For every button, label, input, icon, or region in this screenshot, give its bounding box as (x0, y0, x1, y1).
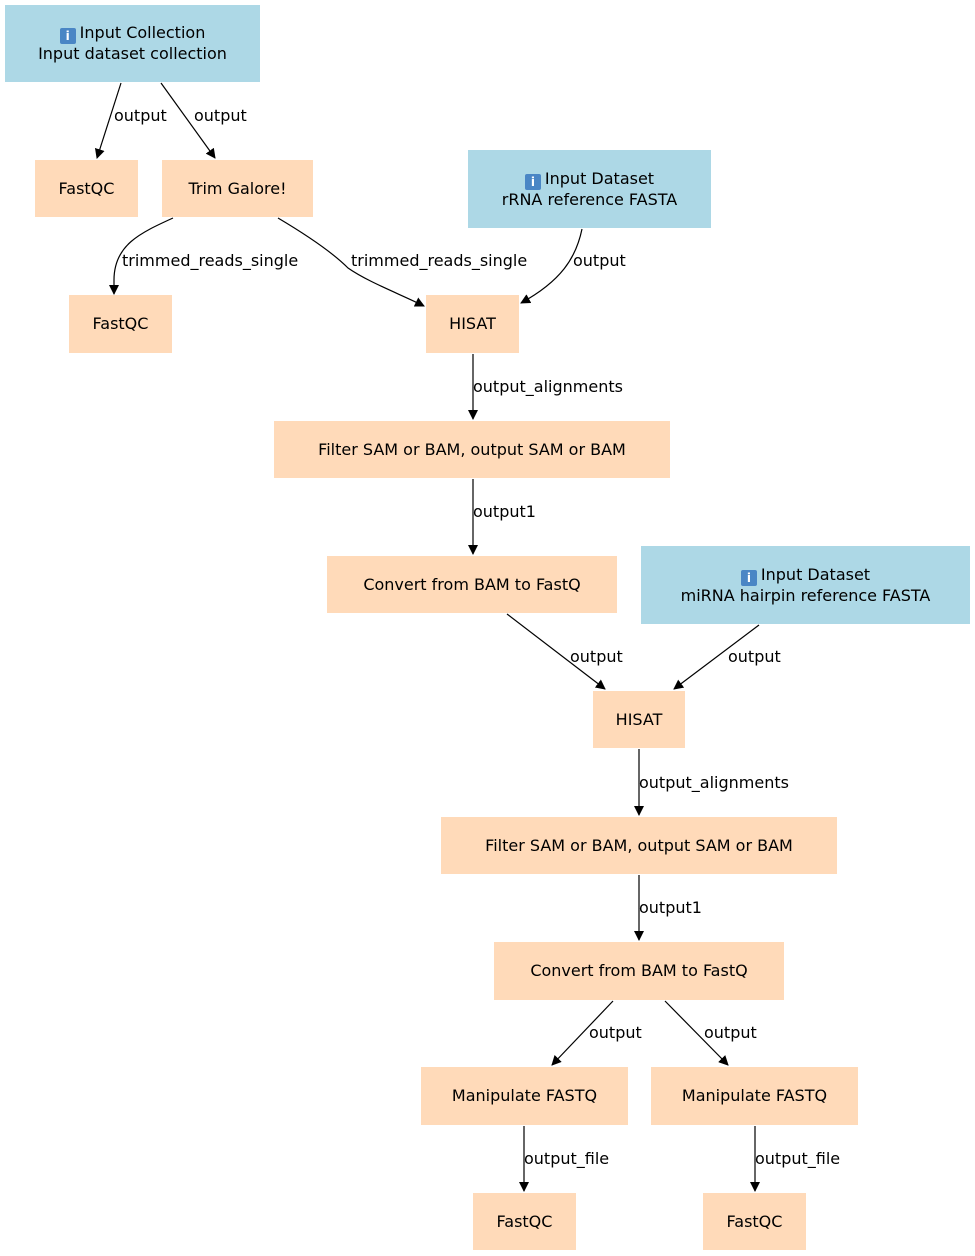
edge-convert_2-to-manipulate_1 (551, 1000, 614, 1066)
node-label: HISAT (449, 314, 496, 333)
edge-input_collection-to-trim_galore (160, 82, 216, 159)
edge-trim_galore-to-hisat_1 (277, 217, 425, 307)
node-subtitle: Input dataset collection (38, 44, 227, 63)
edge-label: output_alignments (473, 377, 623, 397)
node-subtitle: rRNA reference FASTA (501, 189, 678, 209)
node-label: Filter SAM or BAM, output SAM or BAM (485, 835, 793, 855)
edge-label: output1 (639, 898, 702, 917)
edge-label: output (570, 647, 623, 666)
node-label: FastQC (58, 178, 115, 198)
info-icon: i (59, 28, 76, 44)
node-label: Filter SAM or BAM, output SAM or BAM (318, 439, 626, 459)
edge-label: output_file (755, 1149, 840, 1169)
node-label: Manipulate FASTQ (681, 1086, 828, 1105)
node-label: Manipulate FASTQ (451, 1086, 598, 1105)
node-fastqc-2[interactable]: FastQC (69, 295, 172, 353)
edge-convert_1-to-hisat_2 (506, 613, 606, 690)
edge-label: trimmed_reads_single (122, 251, 298, 271)
info-icon: i (524, 173, 541, 190)
edge-label: output (728, 647, 781, 666)
edge-input_collection-to-fastqc_1 (94, 82, 122, 159)
node-label: Convert from BAM to FastQ (530, 961, 748, 980)
edge-convert_2-to-manipulate_2 (664, 1000, 729, 1066)
node-title: Input Collection (79, 23, 206, 42)
edge-label: output_alignments (639, 773, 789, 793)
node-hisat-1[interactable]: HISAT (426, 295, 519, 353)
node-fastqc-1[interactable]: FastQC (35, 160, 138, 217)
node-subtitle: miRNA hairpin reference FASTA (680, 585, 931, 605)
edge-label: output (114, 106, 167, 125)
node-label: HISAT (615, 709, 663, 729)
edge-trim_galore-to-fastqc_2 (109, 217, 174, 295)
node-trim-galore[interactable]: Trim Galore! (162, 160, 313, 217)
edge-label: trimmed_reads_single (351, 251, 527, 271)
node-label: FastQC (726, 1211, 783, 1231)
node-filter-1[interactable]: Filter SAM or BAM, output SAM or BAM (274, 421, 670, 478)
node-label: Trim Galore! (188, 178, 287, 198)
node-convert-1[interactable]: Convert from BAM to FastQ (327, 556, 617, 613)
node-label: Convert from BAM to FastQ (363, 574, 581, 594)
edge-label: output (704, 1023, 757, 1042)
node-manipulate-1[interactable]: Manipulate FASTQ (421, 1067, 628, 1125)
node-manipulate-2[interactable]: Manipulate FASTQ (651, 1067, 858, 1125)
edge-label: output_file (524, 1149, 609, 1169)
node-fastqc-3[interactable]: FastQC (473, 1193, 576, 1250)
info-icon: i (740, 569, 757, 586)
node-title: Input Dataset (544, 168, 655, 188)
edge-label: output1 (473, 502, 536, 521)
edge-input_rrna-to-hisat_1 (520, 228, 583, 304)
edge-label: output (573, 251, 626, 270)
node-hisat-2[interactable]: HISAT (593, 691, 685, 748)
node-title: Input Dataset (760, 564, 871, 584)
node-filter-2[interactable]: Filter SAM or BAM, output SAM or BAM (441, 817, 837, 874)
edge-label: output (589, 1023, 642, 1042)
node-label: FastQC (496, 1211, 553, 1231)
node-convert-2[interactable]: Convert from BAM to FastQ (494, 942, 784, 1000)
edge-input_mirna-to-hisat_2 (673, 624, 760, 690)
node-fastqc-4[interactable]: FastQC (703, 1193, 806, 1250)
node-label: FastQC (92, 314, 149, 333)
edge-label: output (194, 106, 247, 125)
